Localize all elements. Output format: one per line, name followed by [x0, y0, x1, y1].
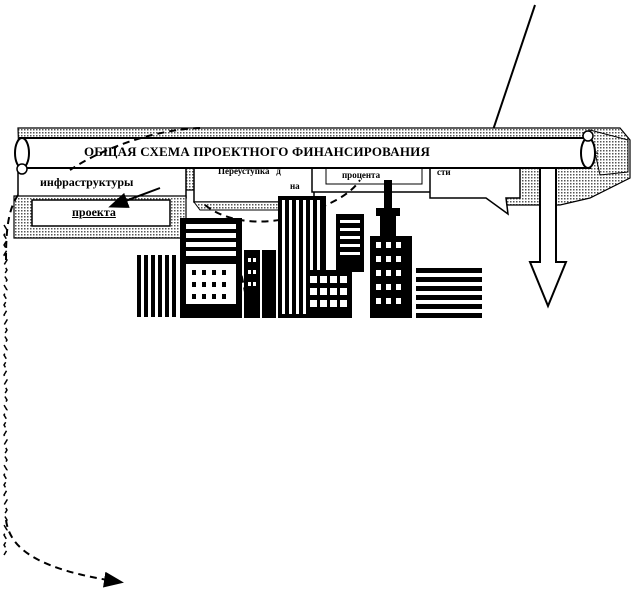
diagram-title: ОБЩАЯ СХЕМА ПРОЕКТНОГО ФИНАНСИРОВАНИЯ — [84, 144, 431, 159]
city-skyline-icon — [137, 180, 482, 318]
title-scroll — [14, 130, 596, 175]
infra-to-project-arrow — [108, 187, 161, 208]
fragment-e-label: е — [594, 148, 598, 158]
reassignment-text: Переуступка — [218, 166, 270, 176]
reassignment-label: Переуступка д — [218, 166, 281, 176]
zigzag-dashed-line — [3, 224, 8, 556]
fragment-d-text: д — [276, 166, 281, 176]
down-arrow-icon — [528, 167, 568, 309]
fragment-na-label: на — [290, 181, 300, 191]
project-label: проекта — [72, 205, 116, 219]
interest-label: процента — [342, 170, 381, 180]
pointer-line — [492, 4, 536, 131]
infrastructure-label: инфраструктуры — [40, 175, 134, 189]
fragment-sti-label: сти — [437, 167, 451, 177]
